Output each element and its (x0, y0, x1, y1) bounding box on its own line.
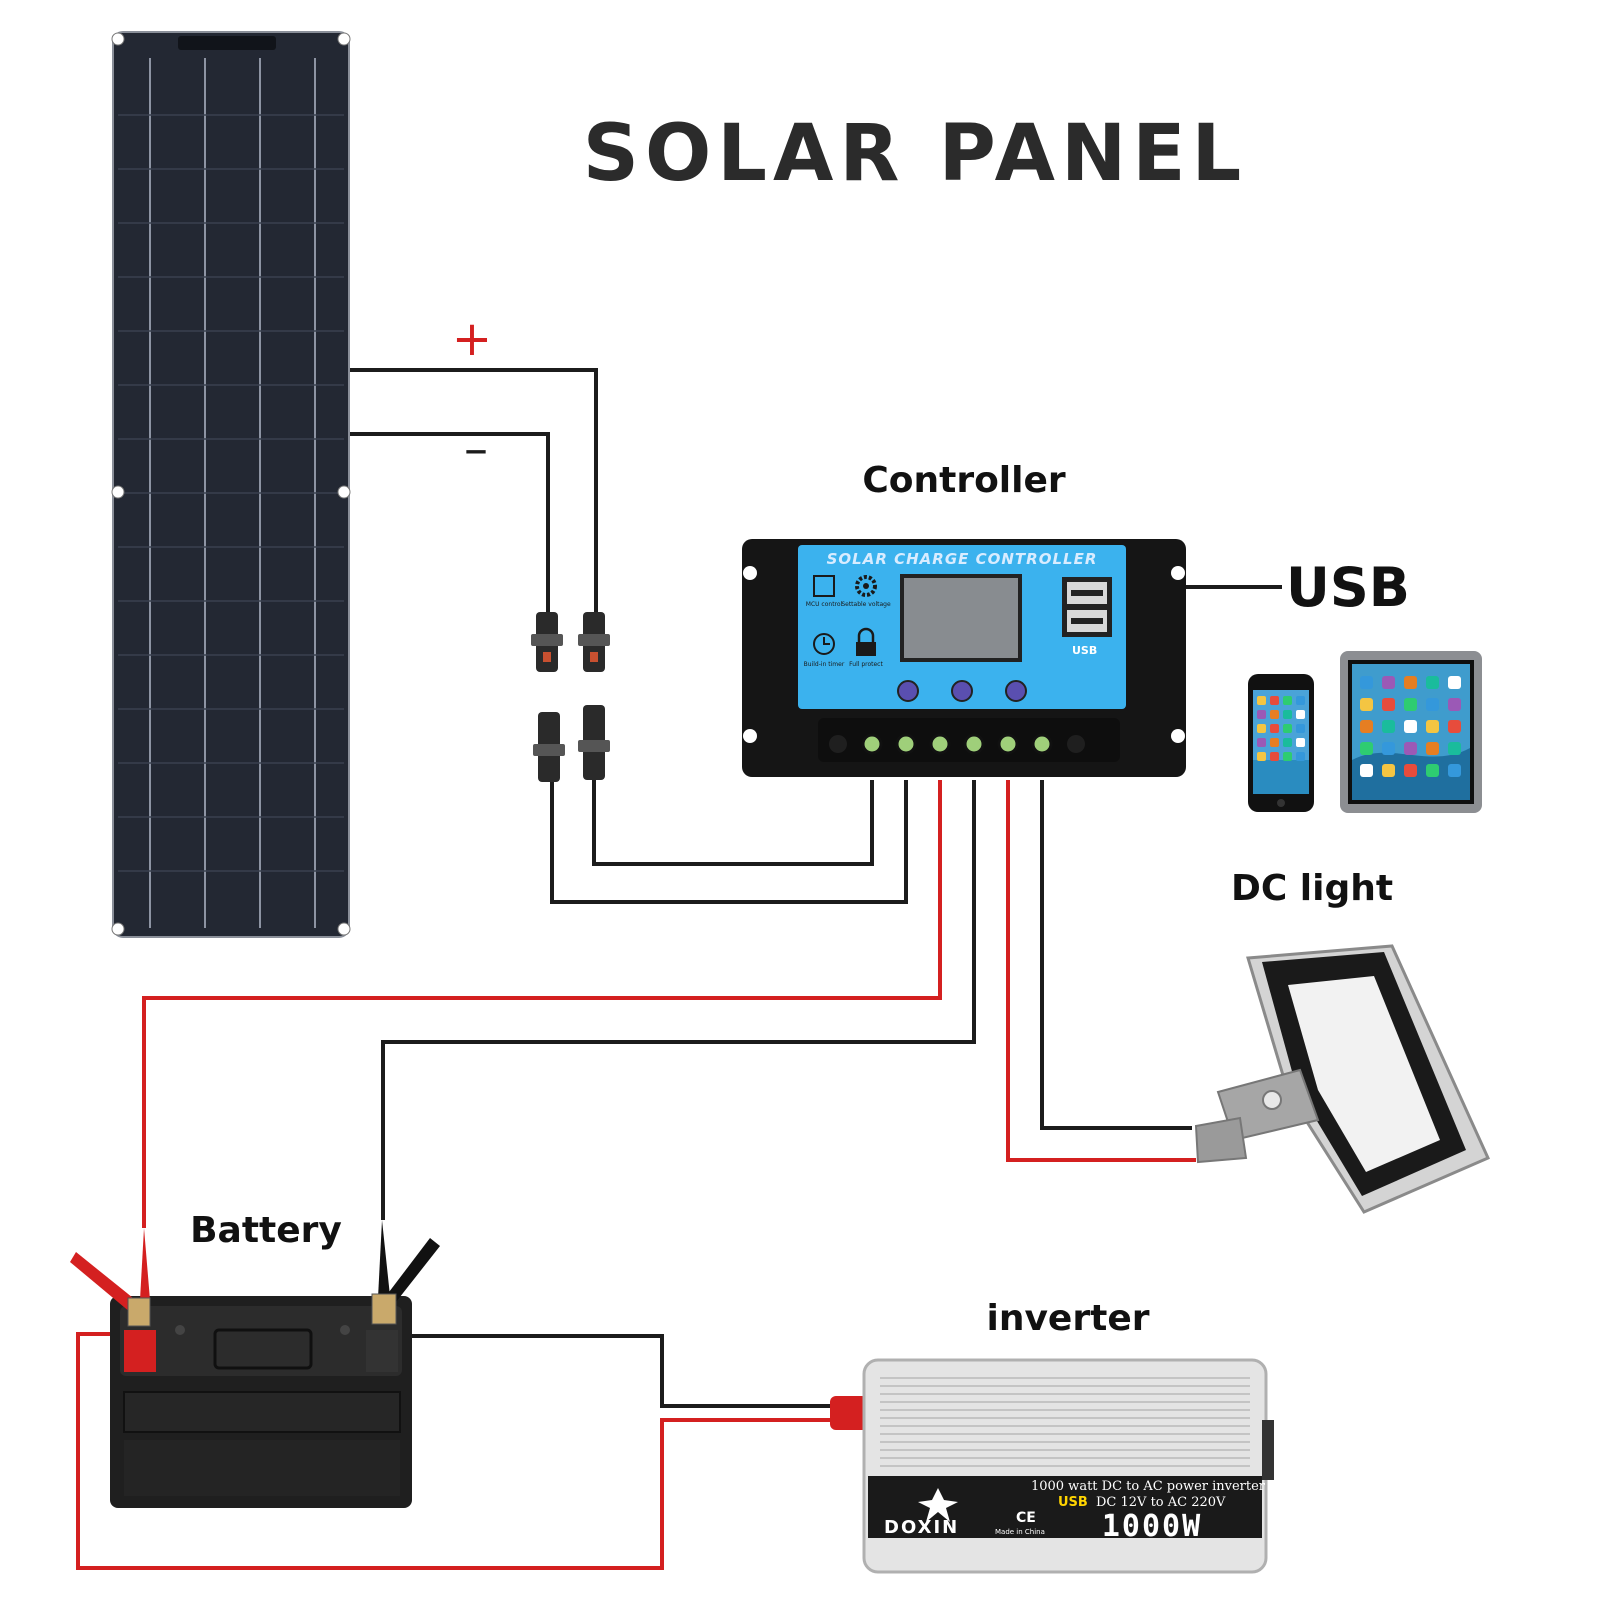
inverter-icon[interactable]: 1000 watt DC to AC power inverter USB DC… (830, 1358, 1274, 1574)
gear-icon: Settable voltage (841, 575, 891, 608)
usb-badge: USB (1072, 644, 1097, 657)
flood-light-icon[interactable] (1194, 944, 1490, 1214)
battery-label: Battery (190, 1210, 342, 1251)
inverter-voltage: DC 12V to AC 220V (1096, 1495, 1226, 1510)
inverter-power: 1000W (1102, 1509, 1202, 1544)
dc-light-label: DC light (1231, 868, 1393, 909)
inverter-positive-wire[interactable] (76, 1332, 832, 1570)
inverter-brand: DOXIN (884, 1517, 959, 1538)
charge-controller[interactable]: SOLAR CHARGE CONTROLLER MCU control Sett… (742, 539, 1186, 777)
smartphone-icon[interactable] (1248, 674, 1314, 812)
inverter-made-in: Made in China (995, 1528, 1045, 1536)
panel-positive-wire (346, 368, 598, 612)
pv-wire-2 (550, 780, 908, 904)
load-negative-wire[interactable] (1040, 780, 1192, 1130)
pv-wire-1 (592, 780, 874, 866)
minus-sign: – (464, 421, 488, 477)
panel-negative-wire (346, 432, 550, 612)
inverter-ce-mark: CE (1016, 1510, 1036, 1526)
controller-label: Controller (862, 460, 1066, 501)
battery-positive-wire[interactable] (142, 780, 942, 1228)
controller-buttons[interactable] (897, 680, 1027, 702)
tablet-icon[interactable] (1340, 651, 1482, 813)
usb-ports[interactable] (1062, 577, 1112, 637)
alligator-clip-icon[interactable] (70, 1220, 440, 1327)
inverter-usb-text: USB (1058, 1495, 1088, 1510)
load-positive-wire[interactable] (1006, 780, 1196, 1162)
inverter-star-logo (918, 1488, 958, 1522)
inverter-negative-wire[interactable] (410, 1334, 832, 1408)
mcu-icon: MCU control (806, 575, 843, 608)
battery-icon[interactable] (110, 1296, 412, 1508)
svg-text:MCU control: MCU control (806, 601, 843, 608)
solar-panel[interactable] (111, 31, 351, 938)
lock-icon: Full protect (849, 627, 883, 668)
controller-terminals[interactable] (818, 718, 1120, 762)
diagram-title: SOLAR PANEL (583, 109, 1247, 199)
inverter-label: inverter (987, 1298, 1150, 1339)
usb-label: USB (1286, 556, 1410, 619)
controller-header-text: SOLAR CHARGE CONTROLLER (827, 550, 1098, 568)
battery-negative-wire[interactable] (381, 780, 976, 1220)
svg-text:Build-in timer: Build-in timer (804, 661, 845, 668)
plus-sign: + (452, 311, 492, 367)
inverter-desc: 1000 watt DC to AC power inverter (1031, 1479, 1266, 1494)
svg-text:Full protect: Full protect (849, 661, 883, 668)
panel-mount-holes (111, 32, 351, 936)
svg-text:Settable voltage: Settable voltage (841, 601, 891, 608)
lcd-screen (900, 574, 1022, 662)
mc4-connector-icon[interactable] (531, 612, 610, 782)
panel-cell-grid (118, 58, 344, 928)
clock-icon: Build-in timer (804, 633, 845, 668)
